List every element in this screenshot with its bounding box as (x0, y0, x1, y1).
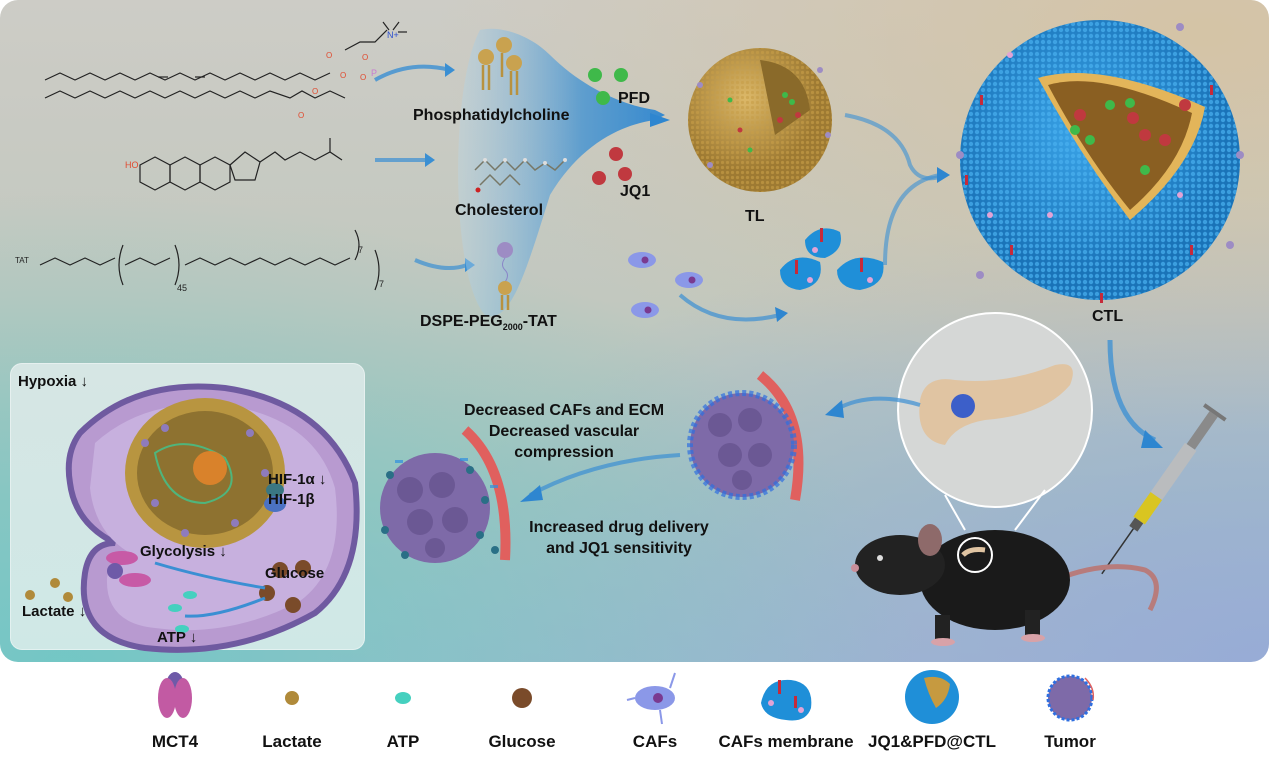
caf-cell-icon (626, 672, 676, 725)
arrow-tl-to-ctl (844, 113, 950, 266)
arrow-ctl-to-syringe (1107, 339, 1163, 448)
hif1b-label: HIF-1β (268, 491, 315, 508)
treated-tumor-icon (380, 426, 511, 563)
legend-label: Tumor (1044, 732, 1096, 751)
pfd-molecules-icon (588, 68, 628, 105)
glycolysis-label: Glycolysis ↓ (140, 543, 227, 560)
legend-label: ATP (386, 732, 420, 751)
ctl-nanoparticle-icon (905, 670, 959, 724)
atp-icon (395, 692, 411, 704)
glucose-label: Glucose (265, 565, 325, 582)
glucose-icon (512, 688, 532, 708)
dspe-peg-tat-structure: TAT 45 7 7 (15, 229, 384, 293)
legend-label: MCT4 (151, 732, 199, 751)
pfd-label: PFD (618, 90, 650, 107)
hydroxyl-label: HO (125, 160, 139, 170)
ctl-label: CTL (1092, 308, 1124, 325)
peg-repeat-label: 45 (177, 283, 187, 293)
peg-mw-subscript: 2000 (502, 322, 523, 333)
effect-line: Decreased vascular (488, 423, 640, 440)
down-arrow-icon: ↓ (80, 373, 89, 390)
svg-text:O: O (360, 73, 366, 82)
lactate-icon (285, 691, 299, 705)
down-arrow-icon: ↓ (318, 471, 327, 488)
tl-liposome-icon (688, 48, 832, 192)
scheme-panel: O O O O O O P N+ HO (0, 0, 1269, 662)
legend-label: CAFs membrane (718, 732, 854, 751)
hif1a-label: HIF-1α ↓ (268, 471, 327, 488)
tat-label: TAT (15, 256, 29, 265)
jq1-molecules-icon (592, 147, 632, 185)
arrow-pancreas-to-tumor (825, 396, 921, 418)
mouse-icon (851, 524, 1159, 646)
ctl-nanoparticle-icon (956, 20, 1244, 303)
tat-suffix: -TAT (522, 313, 557, 330)
dspe-peg-tat-label: DSPE-PEG2000-TAT (420, 313, 557, 332)
effects-bottom-text: Increased drug delivery and JQ1 sensitiv… (508, 517, 730, 559)
svg-text:O: O (298, 111, 304, 120)
down-arrow-icon: ↓ (189, 629, 198, 646)
tl-label: TL (745, 208, 765, 225)
phosphatidylcholine-label: Phosphatidylcholine (413, 107, 570, 124)
svg-text:O: O (362, 53, 368, 62)
phospholipid-icon (478, 37, 522, 95)
lactate-label: Lactate ↓ (22, 603, 87, 620)
hypoxia-label: Hypoxia ↓ (18, 373, 89, 390)
extracellular-lactate-icon (25, 578, 73, 602)
choline-group: N+ (344, 21, 407, 51)
phosphatidylcholine-structure: O O O O O O P (44, 51, 377, 120)
caf-cell-icon (628, 252, 656, 268)
legend-label: JQ1&PFD@CTL (867, 732, 997, 751)
legend: MCT4 Lactate ATP Glucose CAFs CAFs membr… (0, 662, 1269, 769)
svg-text:P: P (371, 68, 377, 78)
effects-top-text: Decreased CAFs and ECM Decreased vascula… (452, 400, 676, 463)
alkyl-repeat-label-1: 7 (358, 245, 363, 255)
svg-text:O: O (340, 71, 346, 80)
arrow-chol-to-funnel (375, 153, 435, 167)
svg-text:O: O (326, 51, 332, 60)
syringe-icon (1101, 403, 1227, 575)
down-arrow-icon: ↓ (78, 603, 87, 620)
arrow-funnel-to-tl (650, 113, 670, 127)
legend-label: CAFs (632, 732, 678, 751)
cholesterol-structure: HO (125, 138, 343, 191)
caf-membrane-fragments-icon (780, 228, 884, 290)
legend-label: Glucose (488, 732, 556, 751)
tumor-icon (1046, 674, 1095, 722)
caf-cell-icon (631, 302, 659, 318)
arrow-tumor-to-treated (520, 453, 681, 502)
atp-label: ATP ↓ (157, 629, 198, 646)
arrow-cafs-to-membrane (678, 293, 788, 322)
cell-metabolism-inset: Hypoxia ↓ HIF-1α ↓ HIF-1β Glycolysis ↓ G… (10, 363, 365, 653)
svg-text:O: O (312, 87, 318, 96)
effect-line: and JQ1 sensitivity (546, 540, 692, 557)
caf-membrane-icon (761, 679, 812, 721)
cholesterol-molecule-icon (474, 158, 567, 193)
ammonium-label: N+ (387, 30, 399, 40)
cholesterol-label: Cholesterol (455, 202, 544, 219)
effect-line: Increased drug delivery (529, 519, 709, 536)
dspe-peg-tat-icon (497, 242, 513, 310)
dspe-peg-text: DSPE-PEG (420, 313, 503, 330)
tumor-cell-icon (65, 383, 360, 653)
legend-label: Lactate (262, 732, 322, 751)
tumor-with-vessel-icon (687, 371, 804, 501)
caf-cell-icon (675, 272, 703, 288)
alkyl-repeat-label-2: 7 (379, 279, 384, 289)
effect-line: compression (514, 444, 614, 461)
down-arrow-icon: ↓ (219, 543, 227, 560)
effect-line: Decreased CAFs and ECM (463, 402, 665, 419)
mct4-icon (158, 672, 192, 718)
arrow-pc-to-funnel (374, 63, 455, 82)
pancreas-magnifier (897, 312, 1093, 531)
jq1-label: JQ1 (620, 183, 651, 200)
